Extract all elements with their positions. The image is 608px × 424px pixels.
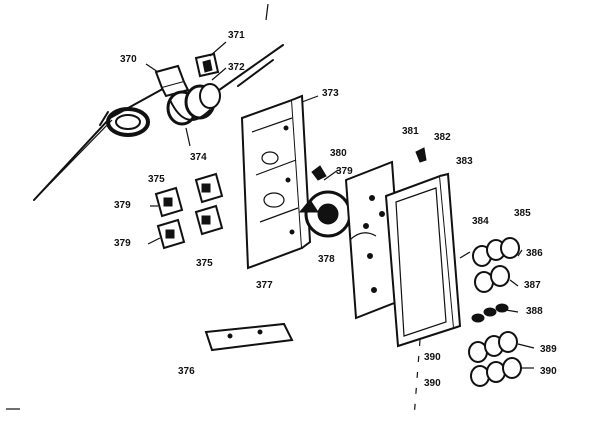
tab-382 [415,147,427,163]
label-376: 376 [178,366,195,377]
switch-blocks [154,172,224,250]
label-372: 372 [228,62,245,73]
spring-coil [99,107,150,137]
leader-lines [145,41,535,369]
clip-371 [194,52,220,78]
top-tick-mark [265,3,269,21]
label-386: 386 [526,248,543,259]
label-383: 383 [456,156,473,167]
label-373: 373 [322,88,339,99]
label-379-upper: 379 [114,200,131,211]
guide-line [413,339,421,419]
label-388: 388 [526,306,543,317]
label-387: 387 [524,280,541,291]
label-379: 379 [336,166,353,177]
frame-383 [384,172,462,348]
label-375-top: 375 [148,174,165,185]
label-374: 374 [190,152,207,163]
label-390-right: 390 [540,366,557,377]
label-390-low: 390 [424,378,441,389]
bracket-376 [204,322,294,352]
label-382: 382 [434,132,451,143]
part-380 [311,165,327,181]
label-385: 385 [514,208,531,219]
spool-372 [166,83,221,126]
label-375-bottom: 375 [196,258,213,269]
label-377: 377 [256,280,273,291]
label-381: 381 [402,126,419,137]
knob-cluster [468,237,522,387]
label-380: 380 [330,148,347,159]
label-371: 371 [228,30,245,41]
side-plate-377 [240,94,312,270]
label-378: 378 [318,254,335,265]
label-384: 384 [472,216,489,227]
label-389: 389 [540,344,557,355]
label-390-mid: 390 [424,352,441,363]
label-370: 370 [120,54,137,65]
dial-cam-378 [298,190,352,238]
label-379-lower: 379 [114,238,131,249]
